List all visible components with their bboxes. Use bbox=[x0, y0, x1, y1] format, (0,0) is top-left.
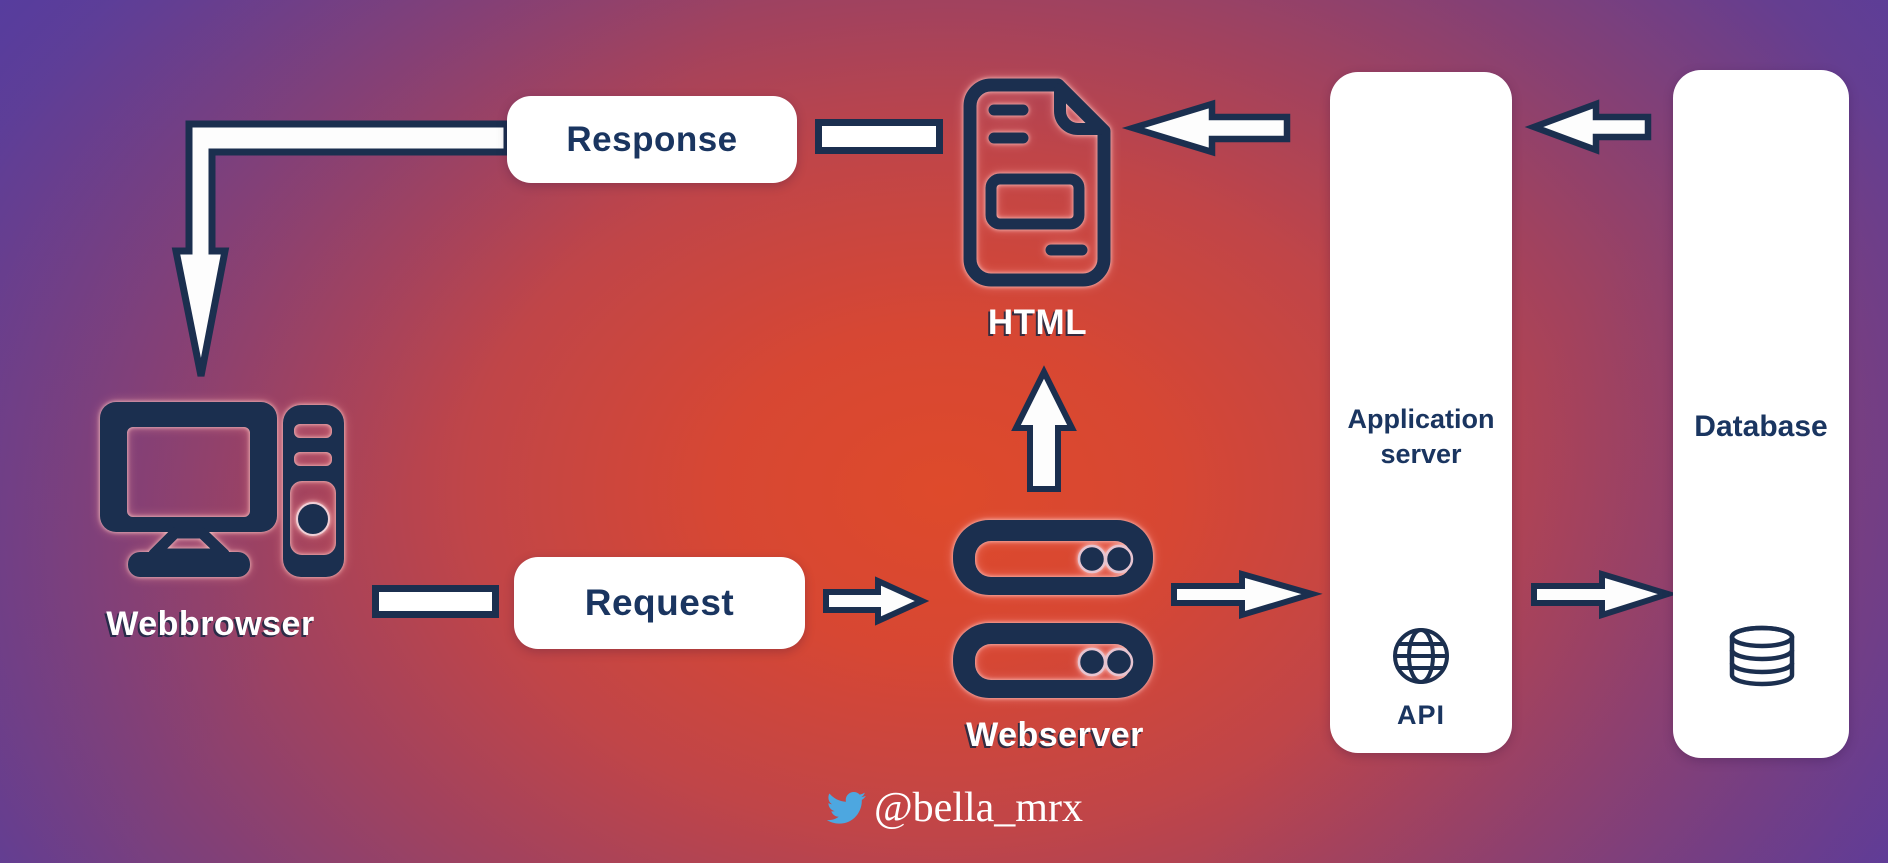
database-cylinder-icon bbox=[1729, 625, 1795, 687]
arrow-app-server-to-database bbox=[1531, 569, 1679, 620]
database-node: Database bbox=[1673, 70, 1849, 758]
arrow-tail-html-to-response bbox=[815, 119, 943, 154]
arrow-webserver-to-html bbox=[1011, 365, 1077, 492]
request-node: Request bbox=[514, 557, 805, 649]
webbrowser-label: Webbrowser bbox=[106, 605, 315, 643]
credit-handle: @bella_mrx bbox=[874, 785, 1083, 831]
html-label: HTML bbox=[987, 303, 1088, 342]
arrow-database-to-app-server bbox=[1524, 99, 1652, 155]
credit-footer: @bella_mrx bbox=[826, 784, 1083, 832]
response-node: Response bbox=[507, 96, 797, 183]
response-label: Response bbox=[566, 119, 738, 159]
twitter-bird-icon bbox=[826, 791, 866, 824]
webbrowser-computer-icon bbox=[100, 402, 344, 577]
api-label: API bbox=[1396, 700, 1445, 730]
app-server-label-line2: server bbox=[1380, 439, 1462, 469]
database-label: Database bbox=[1694, 410, 1828, 443]
globe-api-icon bbox=[1393, 628, 1449, 684]
arrow-app-server-to-html bbox=[1121, 99, 1291, 157]
arrow-tail-webbrowser-to-request bbox=[372, 585, 499, 618]
webserver-label: Webserver bbox=[966, 716, 1144, 754]
arrow-webserver-to-app-server bbox=[1171, 570, 1323, 620]
arrow-response-to-webbrowser bbox=[171, 120, 511, 377]
webserver-icon bbox=[953, 520, 1153, 698]
request-label: Request bbox=[584, 582, 735, 623]
app-server-label-line1: Application bbox=[1347, 404, 1495, 434]
html-file-icon bbox=[963, 78, 1111, 287]
app-server-label: Application server bbox=[1330, 402, 1512, 472]
arrow-request-to-webserver bbox=[823, 576, 930, 626]
app-server-node: Application server API bbox=[1330, 72, 1512, 753]
